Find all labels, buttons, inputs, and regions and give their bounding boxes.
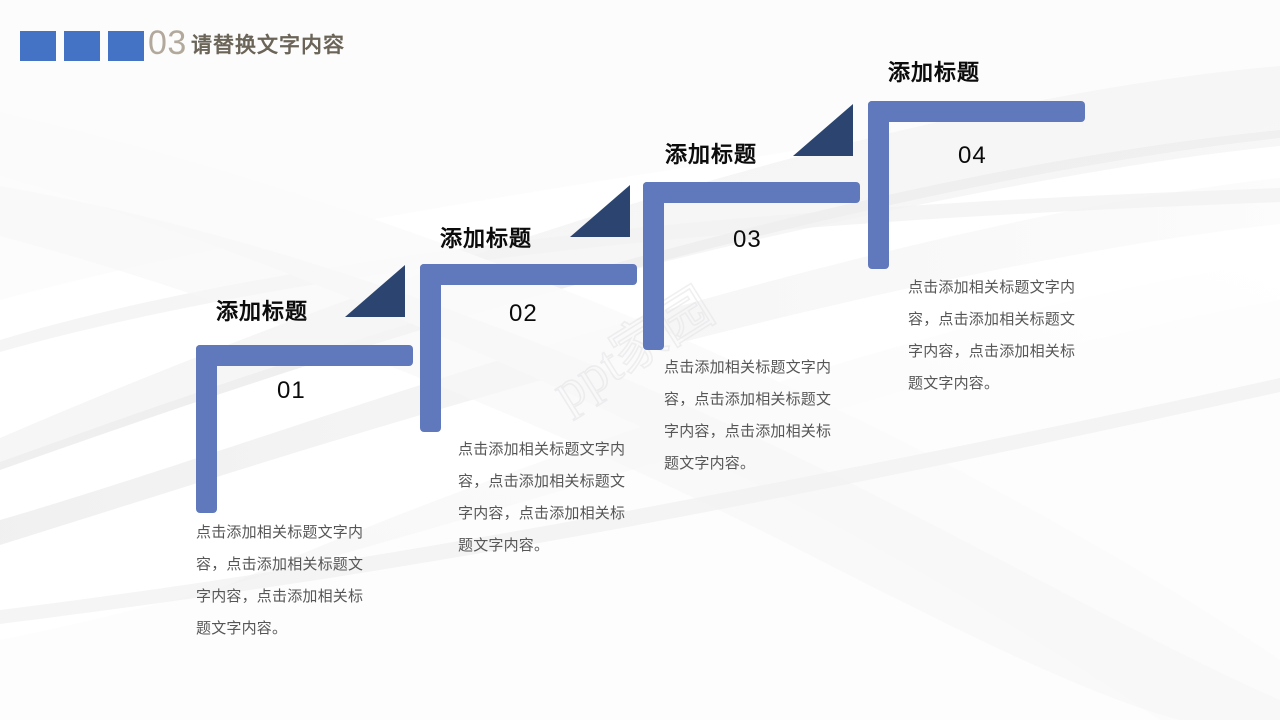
step-02-bar-horizontal	[420, 264, 637, 285]
step-03-bar-horizontal	[643, 182, 860, 203]
step-03-title: 添加标题	[665, 142, 758, 167]
step-01-bar-horizontal	[196, 345, 413, 366]
step-02-body-text: 点击添加相关标题文字内容，点击添加相关标题文字内容，点击添加相关标题文字内容。	[458, 441, 626, 554]
step-03-body-text: 点击添加相关标题文字内容，点击添加相关标题文字内容，点击添加相关标题文字内容。	[664, 359, 832, 472]
step-04-bar-horizontal	[868, 101, 1085, 122]
step-01-arrow-triangle-icon	[345, 265, 405, 317]
step-01-body-text: 点击添加相关标题文字内容，点击添加相关标题文字内容，点击添加相关标题文字内容。	[196, 524, 364, 637]
step-02-arrow-triangle-icon	[570, 185, 630, 237]
step-01-title: 添加标题	[216, 299, 309, 324]
step-02-number: 02	[509, 300, 538, 327]
header-square-icon-2	[64, 31, 100, 61]
header-section-number: 03	[148, 24, 187, 62]
step-03-arrow-triangle-icon	[793, 104, 853, 156]
header-square-icon-3	[108, 31, 144, 61]
slide-header: 03 请替换文字内容	[0, 0, 1280, 80]
page-title: 请替换文字内容	[191, 34, 345, 57]
step-03-number: 03	[733, 226, 762, 253]
header-square-icon-1	[20, 31, 56, 61]
step-01-bar-vertical	[196, 345, 217, 513]
step-02-bar-vertical	[420, 264, 441, 432]
step-04-bar-vertical	[868, 101, 889, 269]
step-01-number: 01	[277, 377, 306, 404]
step-03-bar-vertical	[643, 182, 664, 350]
step-02-title: 添加标题	[440, 226, 533, 251]
step-04-body-text: 点击添加相关标题文字内容，点击添加相关标题文字内容，点击添加相关标题文字内容。	[908, 279, 1076, 392]
step-04-number: 04	[958, 142, 987, 169]
